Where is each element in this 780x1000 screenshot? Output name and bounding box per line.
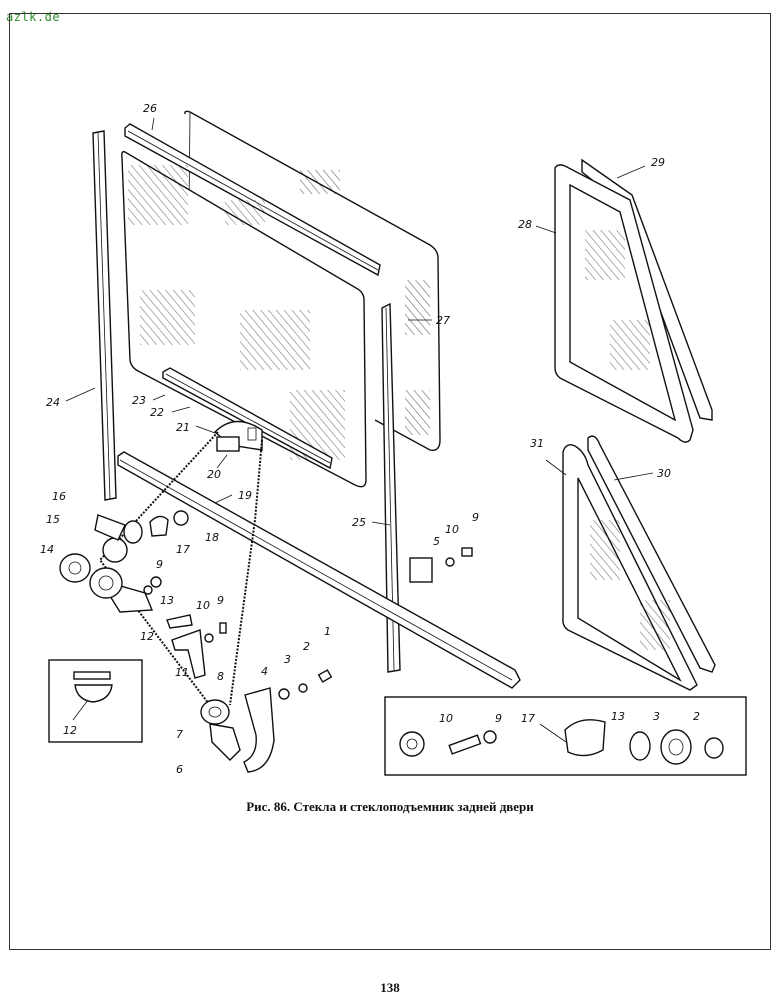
callout-18: 18 <box>205 531 219 544</box>
callout-7: 7 <box>176 728 183 741</box>
part-30-31-quarter-glass <box>562 435 716 691</box>
callout-2: 2 <box>303 640 310 653</box>
part-14-16-pulley-assembly <box>59 514 154 613</box>
page-number: 138 <box>380 980 400 995</box>
part-4-bracket <box>243 687 275 773</box>
callout-21: 21 <box>176 421 190 434</box>
inset-box-left: 12 <box>48 659 143 743</box>
callout-10-left: 10 <box>196 599 210 612</box>
callouts: 26 24 27 28 29 31 30 23 22 21 20 19 25 1… <box>40 102 671 776</box>
lift-cable <box>98 431 219 713</box>
inset-callout-2: 2 <box>693 710 700 723</box>
inset-box-hardware: 10 9 17 13 3 2 <box>384 696 747 776</box>
inset-callout-12: 12 <box>63 724 77 737</box>
callout-11: 11 <box>175 666 189 679</box>
part-22-glass-channel <box>162 367 333 470</box>
inset-callout-17: 17 <box>521 712 535 725</box>
callout-10-right: 10 <box>445 523 459 536</box>
callout-28: 28 <box>518 218 532 231</box>
callout-9-right: 9 <box>472 511 479 524</box>
part-main-glass <box>121 150 367 488</box>
callout-6: 6 <box>176 763 183 776</box>
part-1-3-fasteners <box>278 669 333 700</box>
inset-callout-10: 10 <box>439 712 453 725</box>
callout-9-mid: 9 <box>217 594 224 607</box>
callout-19: 19 <box>238 489 252 502</box>
part-19-lift-rail <box>117 451 521 689</box>
callout-27: 27 <box>436 314 450 327</box>
part-28-29-vent-window <box>554 158 713 443</box>
callout-17: 17 <box>176 543 190 556</box>
part-11-12-bracket <box>166 614 206 679</box>
figure-frame <box>9 13 771 950</box>
callout-26: 26 <box>143 102 157 115</box>
part-24-guide-channel <box>92 130 117 501</box>
callout-8: 8 <box>217 670 224 683</box>
part-6-8-lower-pulley <box>200 699 241 761</box>
inset-callout-13: 13 <box>611 710 625 723</box>
part-20-21-glass-clamp <box>213 420 263 452</box>
figure-caption: Рис. 86. Стекла и стеклоподъемник задней… <box>246 799 534 814</box>
part-17-18-cam-washer <box>149 510 189 537</box>
callout-12: 12 <box>140 630 154 643</box>
part-5-guide-clip <box>409 547 473 583</box>
callout-20: 20 <box>207 468 221 481</box>
callout-22: 22 <box>150 406 164 419</box>
leader-lines <box>65 117 654 526</box>
callout-16: 16 <box>52 490 66 503</box>
callout-9-left: 9 <box>156 558 163 571</box>
callout-29: 29 <box>651 156 665 169</box>
callout-30: 30 <box>657 467 671 480</box>
inset-callout-9: 9 <box>495 712 502 725</box>
callout-14: 14 <box>40 543 54 556</box>
callout-23: 23 <box>132 394 146 407</box>
callout-3: 3 <box>284 653 291 666</box>
callout-5: 5 <box>433 535 440 548</box>
callout-13: 13 <box>160 594 174 607</box>
lift-cable-return <box>229 439 263 706</box>
inset-callout-3: 3 <box>653 710 660 723</box>
callout-24: 24 <box>46 396 60 409</box>
small-fasteners-left <box>143 576 227 643</box>
callout-1: 1 <box>324 625 331 638</box>
callout-4: 4 <box>261 665 268 678</box>
callout-31: 31 <box>530 437 544 450</box>
callout-25: 25 <box>352 516 366 529</box>
callout-15: 15 <box>46 513 60 526</box>
